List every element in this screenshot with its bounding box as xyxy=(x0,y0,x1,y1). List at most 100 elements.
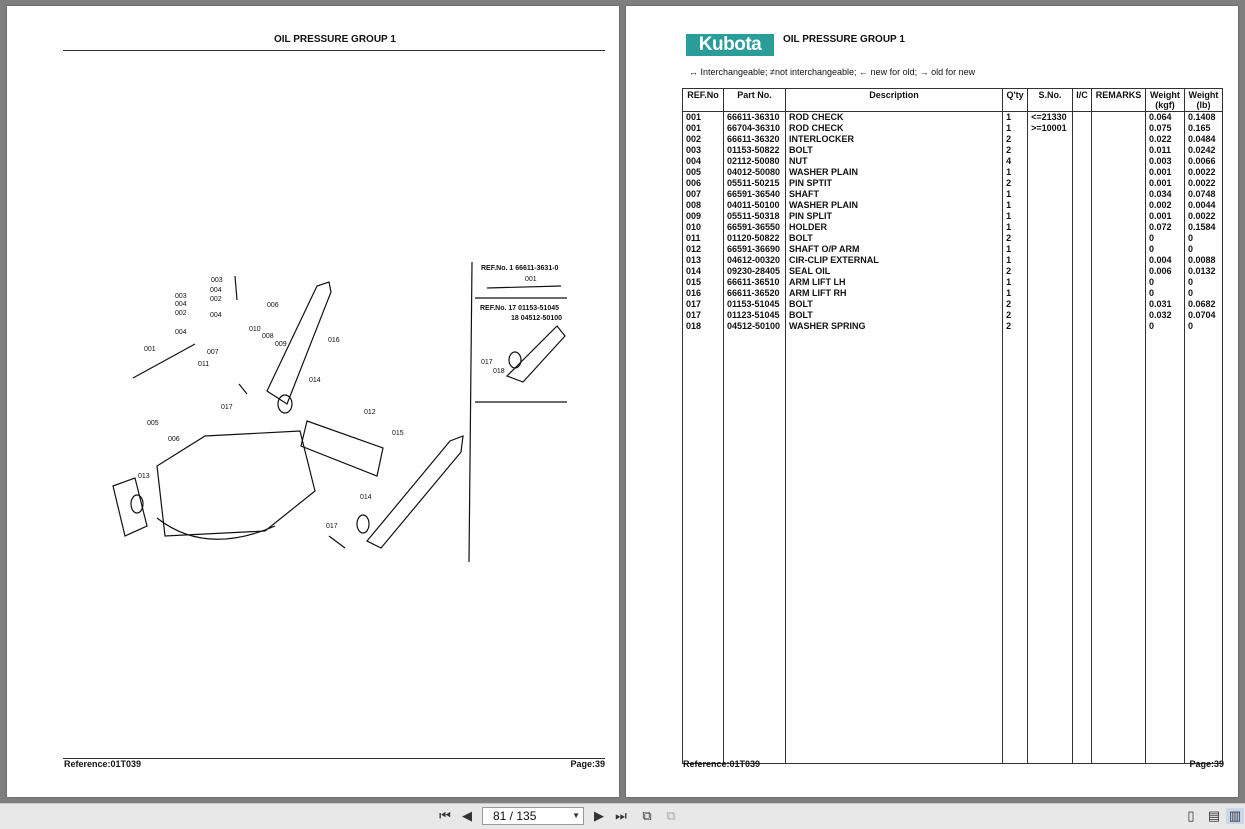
page-select[interactable]: 81 / 135 ▼ xyxy=(482,807,584,825)
table-cell: 017 xyxy=(682,310,724,321)
table-cell xyxy=(1091,288,1146,299)
table-cell: SEAL OIL xyxy=(784,266,1003,277)
table-cell xyxy=(1091,123,1146,134)
table-cell xyxy=(722,332,786,764)
diagram-label: 003 xyxy=(211,277,223,284)
table-cell: 04011-50100 xyxy=(722,200,786,211)
table-cell: 001 xyxy=(682,111,724,123)
table-cell: PIN SPLIT xyxy=(784,211,1003,222)
table-cell: 0.0022 xyxy=(1183,178,1223,189)
first-page-icon[interactable]: ⏮ xyxy=(439,808,451,823)
table-cell: ROD CHECK xyxy=(784,111,1003,123)
last-page-icon[interactable]: ⏭ xyxy=(615,808,627,823)
paste-icon[interactable]: ⧉ xyxy=(666,808,676,823)
table-cell: 016 xyxy=(682,288,724,299)
table-cell: 0.165 xyxy=(1183,123,1223,134)
footer-reference: Reference:01T039 xyxy=(64,759,142,769)
table-cell xyxy=(1027,321,1073,332)
table-cell: 1 xyxy=(1002,288,1028,299)
table-cell: 0 xyxy=(1183,288,1223,299)
table-cell xyxy=(1091,266,1146,277)
col-header: Q'ty xyxy=(1002,88,1028,112)
table-cell: HOLDER xyxy=(784,222,1003,233)
diagram-label: 004 xyxy=(210,287,222,294)
table-cell: ROD CHECK xyxy=(784,123,1003,134)
table-cell: 66611-36320 xyxy=(722,134,786,145)
table-cell xyxy=(1091,200,1146,211)
table-cell: 0.1408 xyxy=(1183,111,1223,123)
table-cell xyxy=(1072,156,1092,167)
table-cell xyxy=(1072,167,1092,178)
table-cell xyxy=(1091,156,1146,167)
table-cell: 66591-36690 xyxy=(722,244,786,255)
table-cell: 006 xyxy=(682,178,724,189)
table-cell: 1 xyxy=(1002,111,1028,123)
table-cell: 0.0022 xyxy=(1183,167,1223,178)
table-cell xyxy=(1091,277,1146,288)
left-page-title: OIL PRESSURE GROUP 1 xyxy=(274,34,396,45)
table-cell: 05511-50318 xyxy=(722,211,786,222)
table-cell: 004 xyxy=(682,156,724,167)
table-cell: 017 xyxy=(682,299,724,310)
table-cell: 05511-50215 xyxy=(722,178,786,189)
table-cell xyxy=(1027,134,1073,145)
diagram-label: 005 xyxy=(147,420,159,427)
rod-check-part xyxy=(132,343,196,379)
diagram-label: 015 xyxy=(392,430,404,437)
housing-part xyxy=(156,430,316,537)
table-cell xyxy=(1072,111,1092,123)
table-cell: 2 xyxy=(1002,266,1028,277)
table-cell xyxy=(1027,222,1073,233)
table-cell: 1 xyxy=(1002,211,1028,222)
table-cell xyxy=(1072,222,1092,233)
bolt-part xyxy=(234,275,238,301)
table-cell: 0.075 xyxy=(1144,123,1185,134)
col-header: I/C xyxy=(1072,88,1092,112)
table-cell xyxy=(682,332,724,764)
table-cell: 1 xyxy=(1002,222,1028,233)
bolt-part xyxy=(328,535,346,549)
table-cell: 2 xyxy=(1002,178,1028,189)
bolt-part xyxy=(238,383,248,395)
table-cell: 66591-36540 xyxy=(722,189,786,200)
table-cell xyxy=(1091,321,1146,332)
table-cell: 2 xyxy=(1002,233,1028,244)
table-cell: 0 xyxy=(1144,277,1185,288)
table-cell xyxy=(1072,266,1092,277)
diagram-label: 006 xyxy=(267,302,279,309)
table-cell: 0.0066 xyxy=(1183,156,1223,167)
table-cell: 0.004 xyxy=(1144,255,1185,266)
table-cell xyxy=(1091,189,1146,200)
table-cell xyxy=(1027,299,1073,310)
single-page-view-icon[interactable]: ▯ xyxy=(1187,808,1195,823)
prev-page-icon[interactable]: ◀ xyxy=(462,808,472,823)
table-cell: 0 xyxy=(1183,244,1223,255)
table-cell: 0 xyxy=(1183,233,1223,244)
diagram-label: 014 xyxy=(309,377,321,384)
inset-seal-part xyxy=(508,351,522,369)
table-cell: 018 xyxy=(682,321,724,332)
next-page-icon[interactable]: ▶ xyxy=(594,808,604,823)
diagram-label: 010 xyxy=(249,326,261,333)
table-cell: 0.0704 xyxy=(1183,310,1223,321)
table-cell: BOLT xyxy=(784,310,1003,321)
continuous-view-icon[interactable]: ▤ xyxy=(1207,808,1221,823)
inset-label: 018 xyxy=(493,368,505,375)
table-cell: 001 xyxy=(682,123,724,134)
inset-label: 017 xyxy=(481,359,493,366)
copy-icon[interactable]: ⧉ xyxy=(642,808,652,823)
table-cell xyxy=(1027,167,1073,178)
table-cell: 1 xyxy=(1002,277,1028,288)
table-cell xyxy=(1027,233,1073,244)
table-cell: 0.0682 xyxy=(1183,299,1223,310)
two-page-view-icon[interactable]: ▥ xyxy=(1226,808,1244,824)
table-cell: 1 xyxy=(1002,244,1028,255)
col-header: REF.No xyxy=(682,88,724,112)
table-cell xyxy=(1027,310,1073,321)
